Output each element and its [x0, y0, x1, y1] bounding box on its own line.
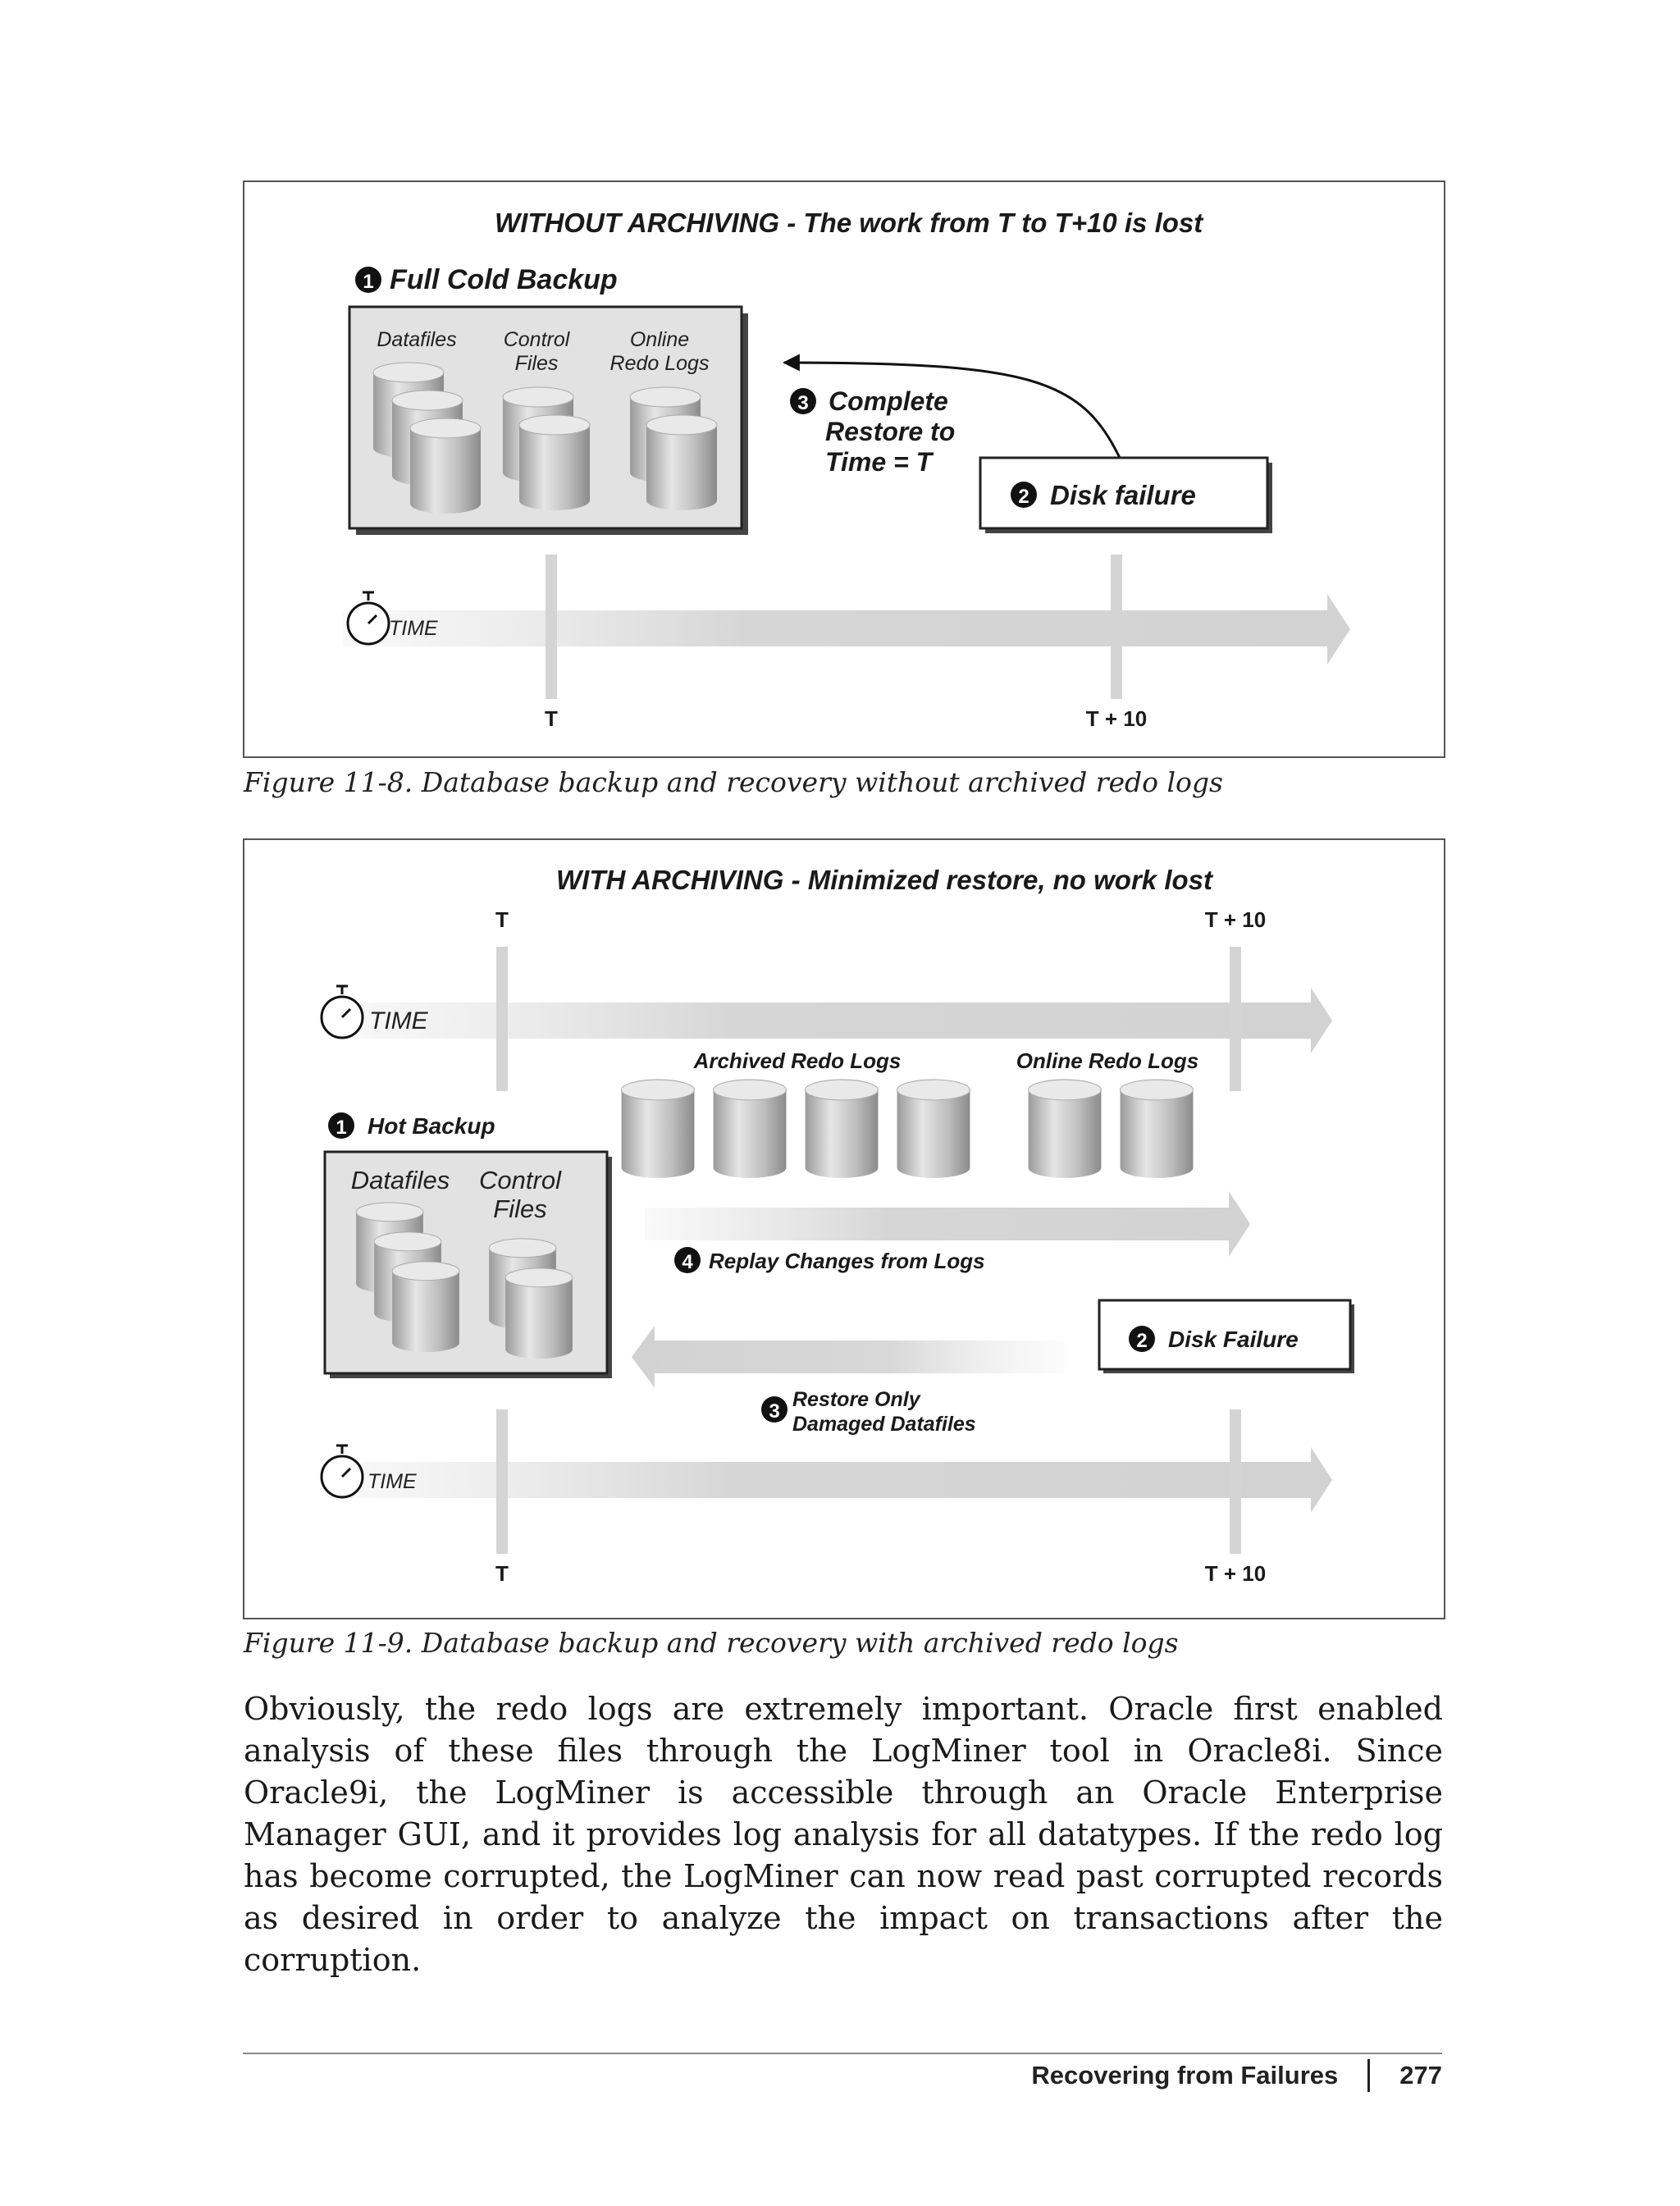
bottom-tick-t10-label: T + 10	[1205, 1561, 1266, 1586]
step-3-badge	[790, 388, 816, 414]
top-time-label: TIME	[369, 1007, 429, 1034]
tick-t-marker	[546, 555, 557, 699]
online-redo-logs-label: Online Redo Logs	[1016, 1048, 1198, 1073]
figure1-title: WITHOUT ARCHIVING - The work from T to T…	[495, 208, 1204, 238]
footer-section-title: Recovering from Failures	[1031, 2061, 1339, 2090]
figure-11-9-diagram: WITH ARCHIVING - Minimized restore, no w…	[320, 865, 1354, 1586]
figure-11-8: WITHOUT ARCHIVING - The work from T to T…	[243, 180, 1445, 758]
archived-log-cylinder-3	[805, 1079, 879, 1179]
step-4-number: 4	[682, 1251, 693, 1273]
control-cylinder-2	[518, 414, 591, 511]
figure-11-9: WITH ARCHIVING - Minimized restore, no w…	[243, 838, 1445, 1619]
restore-only-arrow	[632, 1326, 1065, 1388]
bottom-time-axis-arrow	[335, 1447, 1332, 1513]
online-redo-label-1: Online	[630, 328, 689, 351]
figure-11-8-diagram: WITHOUT ARCHIVING - The work from T to T…	[343, 208, 1350, 731]
step-1-badge	[355, 267, 381, 293]
archived-log-cylinder-2	[713, 1079, 787, 1179]
body-paragraph: Obviously, the redo logs are extremely i…	[244, 1691, 1443, 1978]
bottom-tick-t10-marker	[1230, 1409, 1241, 1554]
bottom-tick-t-marker	[496, 1409, 508, 1554]
footer-page-number: 277	[1399, 2061, 1442, 2090]
step-3-number: 3	[769, 1400, 779, 1423]
step-2-badge	[1011, 482, 1037, 508]
datafile-cylinder-3	[409, 418, 482, 514]
hot-datafile-cylinder-3	[391, 1261, 460, 1353]
archived-log-cylinder-1	[621, 1079, 695, 1179]
step-4-badge	[674, 1247, 701, 1273]
hot-backup-step-1-number: 1	[336, 1117, 346, 1139]
step-3-label-2: Damaged Datafiles	[792, 1413, 976, 1436]
control-files-label-1: Control	[504, 328, 571, 351]
tick-t10-marker	[1111, 555, 1122, 699]
top-time-axis-arrow	[335, 988, 1332, 1053]
replay-changes-arrow	[645, 1191, 1250, 1257]
hot-backup-label: Hot Backup	[368, 1113, 495, 1139]
control-files-label-2: Files	[515, 352, 559, 375]
footer-rule	[243, 2053, 1442, 2054]
hot-step-2-number: 2	[1136, 1330, 1147, 1352]
top-tick-t10-label: T + 10	[1205, 907, 1266, 932]
restore-arrow	[782, 354, 1121, 459]
stopwatch-icon-top	[320, 984, 364, 1039]
step-4-label: Replay Changes from Logs	[709, 1249, 985, 1273]
step-3-label-1: Complete	[829, 386, 948, 416]
hot-control-cylinder-2	[504, 1267, 573, 1359]
online-log-cylinder-1	[1028, 1079, 1102, 1179]
figure-11-8-caption: Figure 11-8. Database backup and recover…	[244, 766, 1223, 798]
time-axis-arrow	[343, 594, 1350, 665]
time-label: TIME	[389, 617, 438, 640]
step-3-label-3: Time = T	[825, 447, 934, 477]
step-3-badge	[761, 1396, 788, 1423]
hot-backup-step-1-badge	[328, 1112, 354, 1139]
hot-control-files-label-1: Control	[479, 1166, 562, 1194]
online-redo-label-2: Redo Logs	[610, 352, 710, 375]
stopwatch-icon	[346, 591, 390, 646]
figure-11-9-caption: Figure 11-9. Database backup and recover…	[244, 1627, 1179, 1659]
step-1-number: 1	[363, 271, 373, 293]
tick-t-label: T	[545, 706, 558, 731]
body-paragraph-container: Obviously, the redo logs are extremely i…	[244, 1688, 1443, 1981]
tick-t10-label: T + 10	[1086, 706, 1147, 731]
archived-redo-logs-label: Archived Redo Logs	[693, 1048, 902, 1073]
bottom-tick-t-label: T	[495, 1561, 509, 1586]
stopwatch-icon-bottom	[320, 1444, 364, 1499]
top-tick-t-label: T	[495, 907, 509, 932]
step-1-label: Full Cold Backup	[390, 264, 618, 295]
step-3-label-1: Restore Only	[792, 1388, 921, 1411]
redo-cylinder-2	[646, 414, 718, 511]
figure2-title: WITH ARCHIVING - Minimized restore, no w…	[556, 865, 1214, 895]
step-3-number: 3	[797, 392, 808, 414]
top-tick-t-marker	[496, 947, 508, 1091]
step-2-label: Disk failure	[1050, 480, 1196, 510]
hot-datafiles-label: Datafiles	[351, 1166, 450, 1194]
hot-step-2-label: Disk Failure	[1168, 1327, 1299, 1352]
hot-control-files-label-2: Files	[493, 1194, 546, 1223]
step-3-label-2: Restore to	[825, 417, 955, 446]
footer-separator	[1367, 2059, 1371, 2092]
step-2-number: 2	[1018, 486, 1029, 508]
hot-step-2-badge	[1129, 1326, 1155, 1352]
page-footer: Recovering from Failures 277	[1031, 2059, 1442, 2092]
bottom-time-label: TIME	[368, 1470, 417, 1493]
online-log-cylinder-2	[1120, 1079, 1194, 1179]
datafiles-label: Datafiles	[377, 328, 456, 351]
top-tick-t10-marker	[1230, 947, 1241, 1091]
archived-log-cylinder-4	[897, 1079, 970, 1179]
